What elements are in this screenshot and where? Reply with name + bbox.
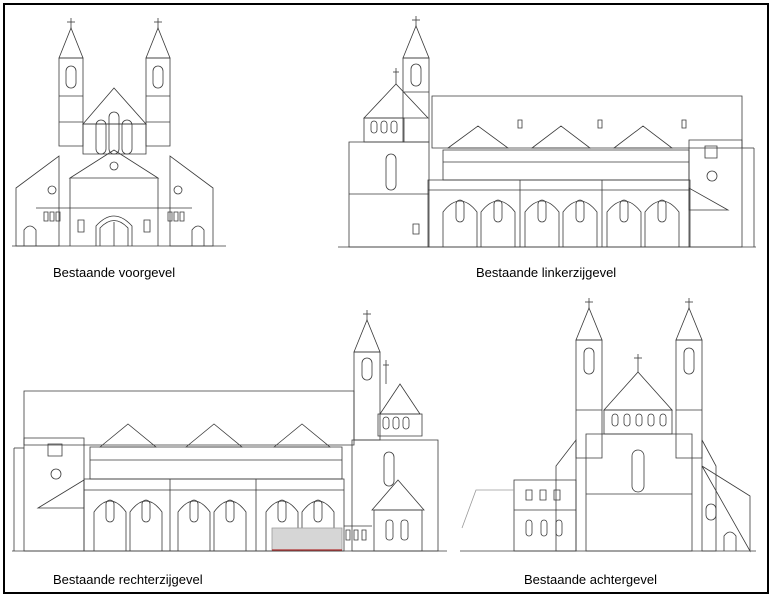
right-side-elevation	[12, 310, 447, 551]
caption-left-side-elevation: Bestaande linkerzijgevel	[476, 265, 617, 280]
caption-right-side-elevation: Bestaande rechterzijgevel	[53, 572, 203, 587]
rear-elevation	[460, 298, 756, 551]
left-side-elevation	[338, 16, 756, 247]
front-elevation	[12, 18, 226, 246]
caption-front-elevation: Bestaande voorgevel	[53, 265, 176, 280]
caption-rear-elevation: Bestaande achtergevel	[524, 572, 657, 587]
figure-frame	[3, 3, 769, 594]
